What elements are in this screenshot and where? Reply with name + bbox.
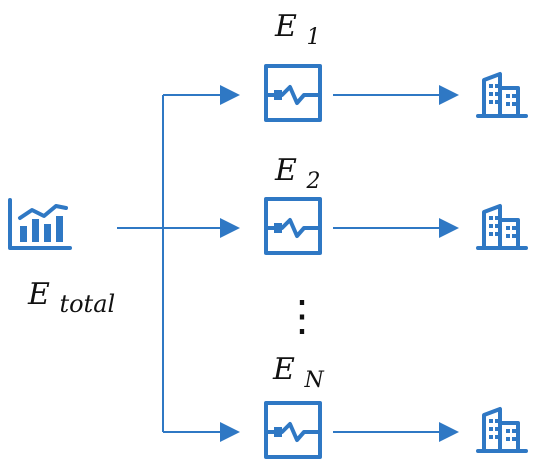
branch-label-n: E N [272,352,324,393]
connection-wires [117,85,459,442]
branch-label-1: E 1 [274,9,320,50]
source-label-main: E [27,277,50,312]
building-icon [476,204,528,250]
bar-chart-trend-icon [8,198,72,250]
source-label: E total [27,277,115,318]
waveform-box-icon [264,64,322,122]
vertical-ellipsis: ⋮ [281,291,323,340]
building-icon [476,407,528,453]
branch-label-2: E 2 [274,153,320,194]
waveform-box-icon [264,197,322,255]
waveform-box-icon [264,401,322,459]
building-icon [476,72,528,118]
source-label-sub: total [59,290,115,318]
